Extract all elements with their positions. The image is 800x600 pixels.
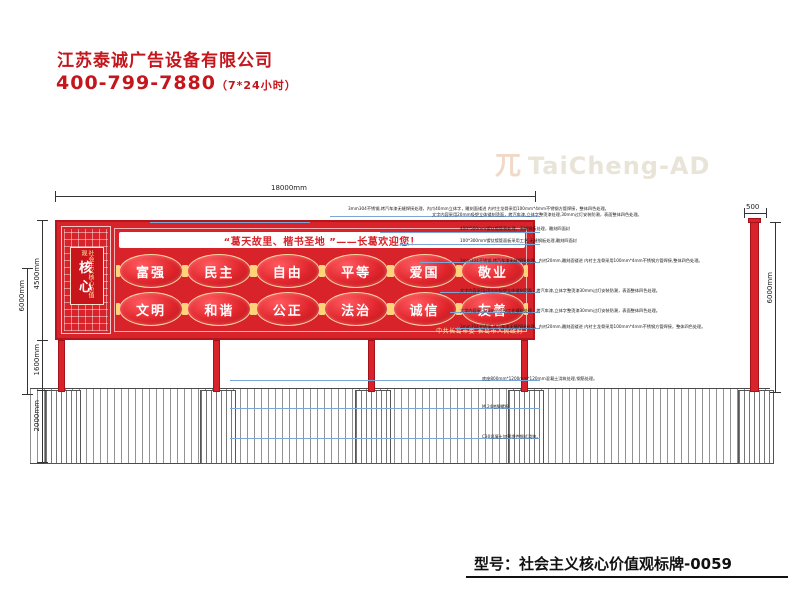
value-lantern: 民主 <box>187 254 252 288</box>
leader-line <box>230 408 540 409</box>
dimension-tick <box>37 220 48 221</box>
support-post <box>213 340 220 392</box>
leader-line <box>455 328 540 329</box>
leader-line <box>380 232 540 233</box>
annotation-text: 底座800mm*1200mm*120mm混凝土浇筑处理,钢筋处理。 <box>482 376 598 381</box>
annotation-text: 文字内容采用20mm吸塑立体镂刻烫面，烤汽车漆,立体字整烫漆处理,30mm过灯安… <box>432 212 642 217</box>
watermark-text: TaiCheng-AD <box>528 152 711 180</box>
scroll-core-text: 核心 <box>79 261 93 295</box>
support-post <box>521 340 528 392</box>
leader-line <box>230 380 540 381</box>
dimension-line-pole-width <box>744 213 766 214</box>
leader-line <box>420 262 540 263</box>
hatch-pattern <box>30 389 770 464</box>
dimension-line-foundation <box>42 390 43 462</box>
billboard-byline: 中共长葛市委 长葛市人民政府 <box>436 328 523 335</box>
dimension-tick <box>766 208 767 218</box>
company-name: 江苏泰诚广告设备有限公司 <box>57 51 273 71</box>
dimension-overall-height: 6000mm <box>18 280 26 312</box>
value-lantern: 敬业 <box>460 254 525 288</box>
value-lantern: 公正 <box>255 292 320 326</box>
value-lantern: 和谐 <box>187 292 252 326</box>
footing-block <box>355 390 391 464</box>
dimension-tick <box>55 191 56 202</box>
dimension-foundation-depth: 2000mm <box>33 400 41 432</box>
footing-block <box>200 390 236 464</box>
annotation-text: M.24地脚螺栓 <box>482 404 510 409</box>
dimension-tick <box>744 208 745 218</box>
dimension-line-total-width <box>55 196 535 197</box>
value-lantern: 自由 <box>255 254 320 288</box>
annotation-text: 文字内容采用20mm吸塑立体镂刻烫面，烤汽车漆,立体字整烫漆30mm过灯安装防潮… <box>460 288 660 293</box>
billboard-frame: 社会主义核心价值观 核心 “葛天故里、楷书圣地 ”——长葛欢迎您！ 富强 民主 … <box>55 220 535 340</box>
dimension-line-overall-height <box>27 268 28 394</box>
dimension-total-width: 18000mm <box>271 184 307 192</box>
annotation-text: 3mm304不锈钢,烤汽车漆无缝焊接处理，内衬20mm,雕刻面镂进 内衬主龙骨采… <box>460 258 703 263</box>
value-lantern: 平等 <box>324 254 389 288</box>
dimension-line-pole-height <box>775 222 776 392</box>
phone-note: （7*24小时） <box>215 79 297 92</box>
annotation-text: 400*500mm镀钛镀管表处理，无缝钢板处理，雕刻四面封 <box>460 226 570 231</box>
annotation-text: 文字内容采用30mm喷胶工艺镂刻处理，烤汽车漆,立体字整烫漆30mm过灯安装防潮… <box>460 308 660 313</box>
footing-block <box>738 390 774 464</box>
values-row-1: 富强 民主 自由 平等 爱国 敬业 <box>119 254 525 288</box>
footing-block <box>508 390 544 464</box>
right-pole <box>750 222 759 392</box>
dimension-tick <box>22 394 33 395</box>
leader-line <box>150 222 310 223</box>
dimension-tick <box>22 268 33 269</box>
dimension-tick <box>770 222 781 223</box>
dimension-leg-height: 1600mm <box>33 344 41 376</box>
dimension-tick <box>535 191 536 202</box>
decorative-left-panel: 社会主义核心价值观 核心 <box>61 226 111 334</box>
leader-line <box>230 438 540 439</box>
footing-block <box>45 390 81 464</box>
phone-number: 400-799-7880（7*24小时） <box>56 72 297 94</box>
leader-line <box>330 216 540 217</box>
value-lantern: 爱国 <box>392 254 457 288</box>
dimension-pole-width: 500 <box>746 203 760 211</box>
annotation-text: 3mm304不锈钢,烤汽车漆无缝焊接处理，内衬20mm,雕刻面镂进 内衬主龙骨采… <box>460 324 706 329</box>
leader-line <box>450 312 540 313</box>
value-lantern: 友善 <box>460 292 525 326</box>
dimension-board-height: 4500mm <box>33 258 41 290</box>
leader-line <box>440 292 540 293</box>
value-lantern: 文明 <box>119 292 183 326</box>
annotation-text: C30混凝土加预埋件钢式浇筑。 <box>482 434 541 439</box>
annotation-text: 3mm304不锈钢,烤汽车漆无缝焊接处理，内爪40mm立体字，雕刻面镂进 内衬主… <box>348 206 609 211</box>
dimension-tick <box>37 462 48 463</box>
scroll-plaque: 社会主义核心价值观 核心 <box>70 247 104 305</box>
value-lantern: 富强 <box>119 254 183 288</box>
values-row-2: 文明 和谐 公正 法治 诚信 友善 <box>119 292 525 326</box>
dimension-line-leg-height <box>42 340 43 390</box>
support-post <box>58 340 65 392</box>
ground-baseline <box>30 463 770 464</box>
ground-hatch <box>30 388 770 464</box>
model-label: 型号：社会主义核心价值观标牌-0059 <box>474 555 732 573</box>
annotation-text: 100*300mm镀钛镀管面板采用工艺,无缝钢板处理,雕刻四面封 <box>460 238 577 243</box>
model-underline <box>466 576 788 578</box>
support-post <box>368 340 375 392</box>
dimension-tick <box>770 392 781 393</box>
value-lantern: 法治 <box>324 292 389 326</box>
scroll-text: 社会主义核心价值观 <box>80 250 94 298</box>
leader-line <box>400 244 540 245</box>
watermark-logo-icon: 兀 <box>495 151 523 181</box>
phone-digits: 400-799-7880 <box>56 72 216 94</box>
value-lantern: 诚信 <box>392 292 457 326</box>
dimension-pole-height: 6000mm <box>766 272 774 304</box>
dimension-line-board-height <box>42 220 43 340</box>
billboard: 社会主义核心价值观 核心 “葛天故里、楷书圣地 ”——长葛欢迎您！ 富强 民主 … <box>55 220 535 340</box>
